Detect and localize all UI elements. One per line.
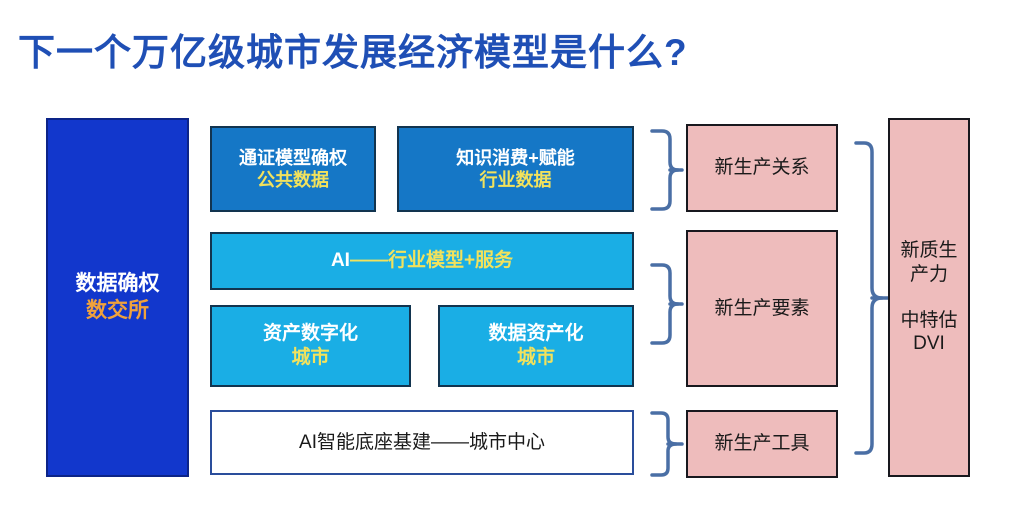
box-asset-digitalization[interactable]: 资产数字化 城市 [210, 305, 411, 387]
box-ai-industry-model-service[interactable]: AI ——行业模型+服务 [210, 232, 634, 290]
brace-to-new-production-tools [648, 410, 684, 478]
box-data-assetization-line1: 数据资产化 [488, 323, 584, 345]
box-knowledge-consumption-line1: 知识消费+赋能 [456, 147, 575, 168]
box-ai-infrastructure-city-center-label: AI智能底座基建——城市中心 [299, 431, 545, 453]
brace-to-new-quality-productivity [852, 140, 890, 456]
right-pillar-line1: 新质生 [900, 240, 958, 261]
brace-to-new-production-relations [648, 128, 684, 212]
left-pillar-line2: 数交所 [86, 298, 149, 322]
box-new-production-factors-label: 新生产要素 [714, 297, 810, 319]
right-pillar-new-quality-productivity[interactable]: 新质生 产力 中特估 DVI [888, 118, 970, 477]
box-new-production-tools[interactable]: 新生产工具 [686, 410, 838, 478]
box-token-model-rights-line2: 公共数据 [257, 170, 329, 190]
box-knowledge-consumption[interactable]: 知识消费+赋能 行业数据 [397, 126, 634, 212]
box-new-production-tools-label: 新生产工具 [714, 433, 810, 455]
page-title: 下一个万亿级城市发展经济模型是什么? [18, 32, 688, 73]
box-token-model-rights[interactable]: 通证模型确权 公共数据 [210, 126, 376, 212]
box-knowledge-consumption-line2: 行业数据 [479, 170, 552, 190]
box-new-production-relations-label: 新生产关系 [714, 157, 810, 179]
box-ai-industry-model-service-line1: AI [330, 250, 350, 272]
left-pillar-line1: 数据确权 [75, 272, 160, 296]
box-new-production-factors[interactable]: 新生产要素 [686, 230, 838, 387]
left-pillar-data-rights[interactable]: 数据确权 数交所 [46, 118, 189, 477]
box-token-model-rights-line1: 通证模型确权 [239, 147, 347, 168]
box-data-assetization-line2: 城市 [516, 347, 555, 368]
box-asset-digitalization-line2: 城市 [291, 347, 330, 368]
box-new-production-relations[interactable]: 新生产关系 [686, 124, 838, 212]
box-ai-infrastructure-city-center[interactable]: AI智能底座基建——城市中心 [210, 410, 634, 475]
box-ai-industry-model-service-line2: ——行业模型+服务 [349, 250, 514, 272]
right-pillar-line3: 中特估 [900, 309, 958, 331]
right-pillar-line2: 产力 [909, 263, 948, 285]
right-pillar-line4: DVI [913, 333, 945, 355]
box-data-assetization[interactable]: 数据资产化 城市 [438, 305, 634, 387]
box-asset-digitalization-line1: 资产数字化 [262, 323, 358, 345]
brace-to-new-production-factors [648, 262, 684, 346]
